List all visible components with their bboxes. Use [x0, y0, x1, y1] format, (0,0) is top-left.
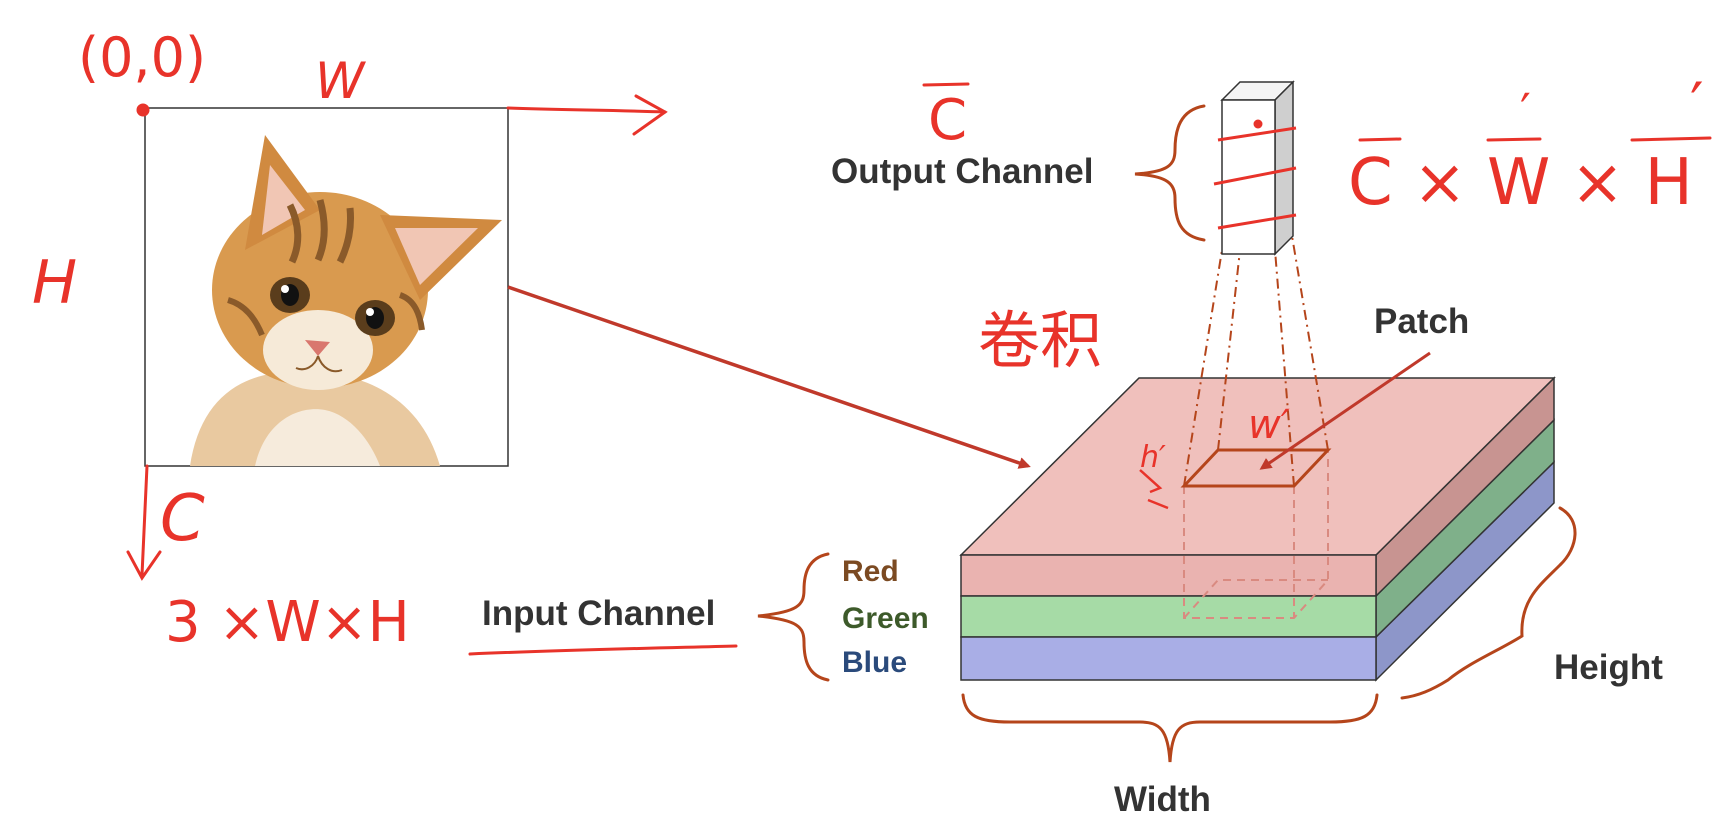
width-brace	[961, 693, 1379, 763]
green-label: Green	[842, 602, 929, 635]
input-channel-label: Input Channel	[482, 594, 716, 633]
patch-box	[1180, 448, 1332, 488]
layer-red-front	[960, 554, 1377, 597]
origin-annotation: (0,0)	[78, 26, 207, 89]
patch-projection	[1139, 235, 1431, 619]
c-annotation: C	[160, 482, 205, 556]
blue-label: Blue	[842, 646, 908, 679]
layer-green-front	[960, 595, 1377, 638]
c-bar-annotation: C	[928, 88, 968, 153]
patch-h-annotation: h′	[1140, 440, 1166, 475]
red-label: Red	[842, 555, 899, 588]
height-brace	[1400, 506, 1577, 700]
layer-blue-front	[960, 636, 1377, 681]
input-channel-underline	[468, 644, 738, 656]
prime-h-annotation: ′	[1690, 70, 1704, 140]
braces	[468, 104, 1577, 763]
patch-w-annotation: w′	[1248, 402, 1290, 448]
output-channel-brace	[1134, 104, 1206, 242]
prime-w-annotation: ′	[1520, 84, 1531, 140]
input-shape-annotation: 3 ×W×H	[165, 590, 410, 655]
patch-label: Patch	[1374, 302, 1470, 341]
height-label: Height	[1554, 648, 1663, 687]
w-annotation: W	[315, 52, 365, 110]
output-column	[1213, 80, 1297, 256]
kitten-photo-frame	[144, 107, 509, 467]
mapping-arrow	[507, 285, 1031, 469]
input-channel-brace	[757, 552, 830, 682]
kitten-photo	[190, 135, 502, 466]
patch-pointer-arrow	[1259, 351, 1431, 470]
h-annotation: H	[32, 248, 78, 318]
output-shape-annotation: C × W × H	[1348, 146, 1693, 220]
output-channel-label: Output Channel	[831, 152, 1094, 191]
conv-annotation: 卷积	[978, 304, 1103, 377]
width-label: Width	[1114, 780, 1211, 819]
input-volume	[959, 376, 1556, 682]
axes-annotation	[126, 94, 668, 581]
overbars	[922, 82, 1712, 142]
